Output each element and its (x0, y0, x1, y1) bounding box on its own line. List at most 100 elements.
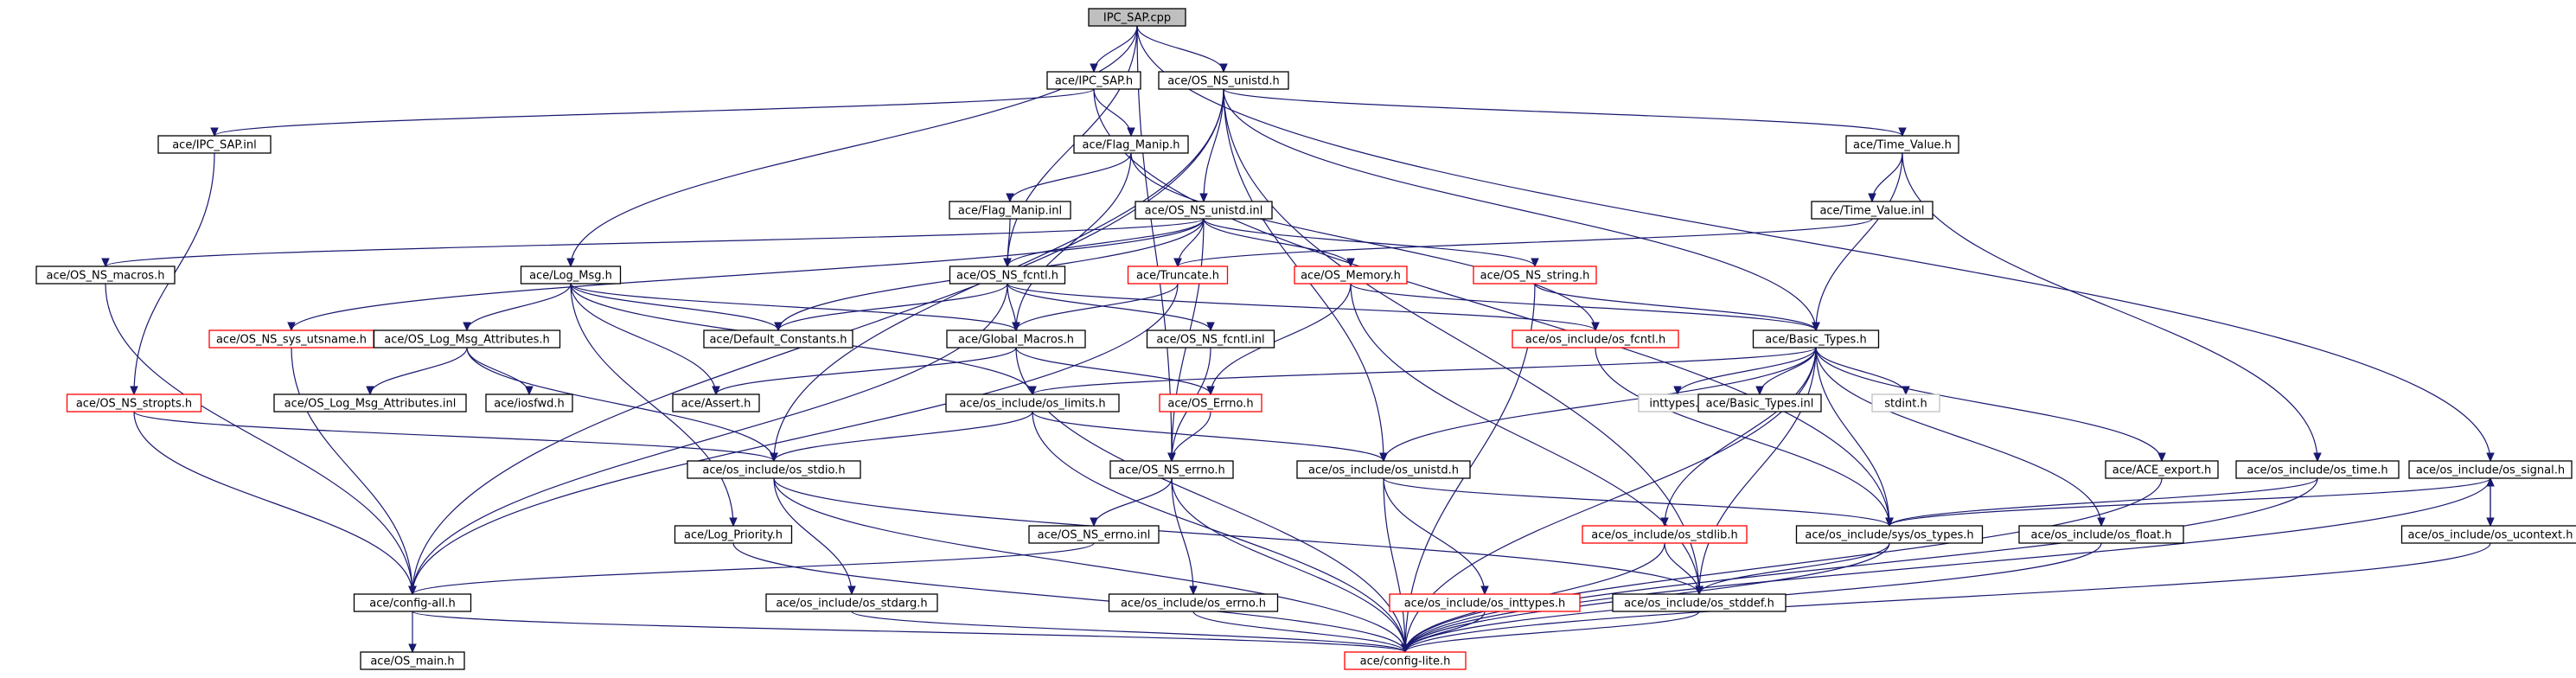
node-os-include-os-float-h[interactable]: ace/os_include/os_float.h (2018, 525, 2184, 544)
edge-root-to-os-ns-unistd-h (1136, 25, 1228, 74)
node-log-priority-h[interactable]: ace/Log_Priority.h (674, 525, 793, 544)
edge-os-ns-unistd-inl-to-os-ns-macros-h (101, 218, 1205, 268)
node-time-value-h[interactable]: ace/Time_Value.h (1845, 135, 1959, 154)
node-os-ns-fcntl-inl[interactable]: ace/OS_NS_fcntl.inl (1146, 329, 1275, 349)
node-box (2018, 525, 2184, 544)
edge-os-ns-unistd-inl-to-os-ns-string-h (1203, 218, 1539, 268)
node-os-ns-fcntl-h[interactable]: ace/OS_NS_fcntl.h (949, 265, 1066, 285)
node-os-include-os-stdlib-h[interactable]: ace/os_include/os_stdlib.h (1582, 525, 1748, 544)
node-os-ns-sys-utsname-h[interactable]: ace/OS_NS_sys_utsname.h (208, 329, 374, 349)
node-box (2408, 460, 2573, 479)
node-time-value-inl[interactable]: ace/Time_Value.inl (1811, 201, 1934, 220)
node-basic-types-inl[interactable]: ace/Basic_Types.inl (1697, 393, 1822, 413)
node-box (945, 393, 1120, 413)
node-config-all-h[interactable]: ace/config-all.h (353, 593, 472, 612)
node-os-ns-macros-h[interactable]: ace/OS_NS_macros.h (35, 265, 176, 285)
edge-os-include-os-unistd-h-to-os-include-sys-os-types-h (1383, 477, 1894, 528)
edge-os-ns-unistd-inl-to-os-memory-h (1203, 218, 1355, 268)
node-global-macros-h[interactable]: ace/Global_Macros.h (946, 329, 1086, 349)
node-label: ace/Flag_Manip.h (1083, 139, 1180, 152)
node-os-include-os-stddef-h[interactable]: ace/os_include/os_stddef.h (1612, 593, 1787, 612)
edge-basic-types-h-to-os-include-os-limits-h (1028, 347, 1817, 396)
node-label: ace/IPC_SAP.inl (172, 139, 257, 152)
node-label: ace/os_include/os_stdio.h (702, 464, 845, 477)
edge-os-include-os-stdarg-h-to-config-lite-h (851, 611, 1409, 654)
node-box (1088, 8, 1186, 27)
node-os-ns-errno-h[interactable]: ace/OS_NS_errno.h (1109, 460, 1234, 479)
node-os-include-os-inttypes-h[interactable]: ace/os_include/os_inttypes.h (1389, 593, 1581, 612)
node-os-log-msg-attributes-inl[interactable]: ace/OS_Log_Msg_Attributes.inl (273, 393, 467, 413)
node-box (672, 393, 760, 413)
edge-os-ns-errno-inl-to-config-all-h (408, 542, 1095, 596)
node-label: ace/Assert.h (681, 398, 751, 411)
node-box (1389, 593, 1581, 612)
node-box (1109, 460, 1234, 479)
node-label: ace/OS_Errno.h (1167, 398, 1253, 411)
node-stdint-h[interactable]: stdint.h (1871, 393, 1940, 413)
node-box (1512, 329, 1679, 349)
node-box (1473, 265, 1597, 285)
node-os-memory-h[interactable]: ace/OS_Memory.h (1294, 265, 1408, 285)
node-os-include-os-limits-h[interactable]: ace/os_include/os_limits.h (945, 393, 1120, 413)
node-os-include-os-errno-h[interactable]: ace/os_include/os_errno.h (1108, 593, 1279, 612)
node-box (1073, 135, 1189, 154)
node-label: ace/OS_NS_stropts.h (76, 398, 192, 411)
node-ipc-sap-inl[interactable]: ace/IPC_SAP.inl (157, 135, 272, 154)
node-os-errno-h[interactable]: ace/OS_Errno.h (1159, 393, 1262, 413)
node-box (157, 135, 272, 154)
edge-os-ns-fcntl-h-to-os-include-os-fcntl-h (1007, 283, 1600, 332)
node-label: ace/os_include/os_signal.h (2416, 464, 2565, 477)
node-os-main-h[interactable]: ace/OS_main.h (360, 651, 465, 670)
edge-config-all-h-to-os-main-h (408, 611, 417, 654)
edge-os-ns-unistd-h-to-basic-types-h (1223, 88, 1820, 332)
node-truncate-h[interactable]: ace/Truncate.h (1127, 265, 1229, 285)
node-config-lite-h[interactable]: ace/config-lite.h (1344, 651, 1467, 670)
edge-os-include-os-limits-h-to-os-include-os-stdio-h (770, 411, 1033, 463)
node-os-include-os-signal-h[interactable]: ace/os_include/os_signal.h (2408, 460, 2573, 479)
node-box (66, 393, 202, 413)
node-label: ace/IPC_SAP.h (1055, 75, 1133, 88)
node-os-include-sys-os-types-h[interactable]: ace/os_include/sys/os_types.h (1795, 525, 1984, 544)
node-os-include-os-fcntl-h[interactable]: ace/os_include/os_fcntl.h (1512, 329, 1679, 349)
node-os-include-os-stdarg-h[interactable]: ace/os_include/os_stdarg.h (765, 593, 938, 612)
edge-global-macros-h-to-os-errno-h (1015, 347, 1215, 396)
node-label: ace/Default_Constants.h (709, 334, 847, 347)
node-os-ns-stropts-h[interactable]: ace/OS_NS_stropts.h (66, 393, 202, 413)
edge-root-to-log-msg-h (566, 25, 1138, 268)
node-flag-manip-inl[interactable]: ace/Flag_Manip.inl (949, 201, 1071, 220)
node-os-include-os-stdio-h[interactable]: ace/os_include/os_stdio.h (687, 460, 861, 479)
edge-os-memory-h-to-basic-types-h (1350, 283, 1820, 332)
node-ace-export-h[interactable]: ace/ACE_export.h (2105, 460, 2219, 479)
node-os-log-msg-attributes-h[interactable]: ace/OS_Log_Msg_Attributes.h (373, 329, 561, 349)
node-iosfwd-h[interactable]: ace/iosfwd.h (485, 393, 573, 413)
node-os-ns-string-h[interactable]: ace/OS_NS_string.h (1473, 265, 1597, 285)
edge-os-log-msg-attributes-h-to-os-log-msg-attributes-inl (366, 347, 468, 396)
node-label: ace/os_include/os_errno.h (1121, 598, 1266, 611)
node-default-constants-h[interactable]: ace/Default_Constants.h (703, 329, 853, 349)
node-box (1108, 593, 1279, 612)
node-os-ns-unistd-h[interactable]: ace/OS_NS_unistd.h (1158, 71, 1289, 90)
edge-root-to-ipc-sap-h (1090, 25, 1138, 74)
node-os-include-os-time-h[interactable]: ace/os_include/os_time.h (2235, 460, 2400, 479)
edge-os-ns-sys-utsname-h-to-config-all-h (291, 347, 417, 596)
node-flag-manip-h[interactable]: ace/Flag_Manip.h (1073, 135, 1189, 154)
edge-os-ns-string-h-to-basic-types-h (1534, 283, 1820, 332)
node-box (1697, 393, 1822, 413)
node-label: ace/Global_Macros.h (958, 334, 1074, 347)
node-os-include-os-ucontext-h[interactable]: ace/os_include/os_ucontext.h (2400, 525, 2576, 544)
node-label: ace/OS_Memory.h (1301, 270, 1401, 283)
edge-basic-types-h-to-inttypes-h (1673, 347, 1817, 396)
node-box (1158, 71, 1289, 90)
node-root[interactable]: IPC_SAP.cpp (1088, 8, 1186, 27)
edge-log-msg-h-to-global-macros-h (570, 283, 1020, 332)
node-basic-types-h[interactable]: ace/Basic_Types.h (1752, 329, 1880, 349)
node-os-include-os-unistd-h[interactable]: ace/os_include/os_unistd.h (1296, 460, 1471, 479)
node-os-ns-unistd-inl[interactable]: ace/OS_NS_unistd.inl (1135, 201, 1273, 220)
node-label: ace/OS_NS_unistd.inl (1145, 205, 1263, 218)
node-os-ns-errno-inl[interactable]: ace/OS_NS_errno.inl (1028, 525, 1160, 544)
node-ipc-sap-h[interactable]: ace/IPC_SAP.h (1046, 71, 1141, 90)
node-log-msg-h[interactable]: ace/Log_Msg.h (520, 265, 622, 285)
node-box (687, 460, 861, 479)
node-box (1871, 393, 1940, 413)
node-assert-h[interactable]: ace/Assert.h (672, 393, 760, 413)
